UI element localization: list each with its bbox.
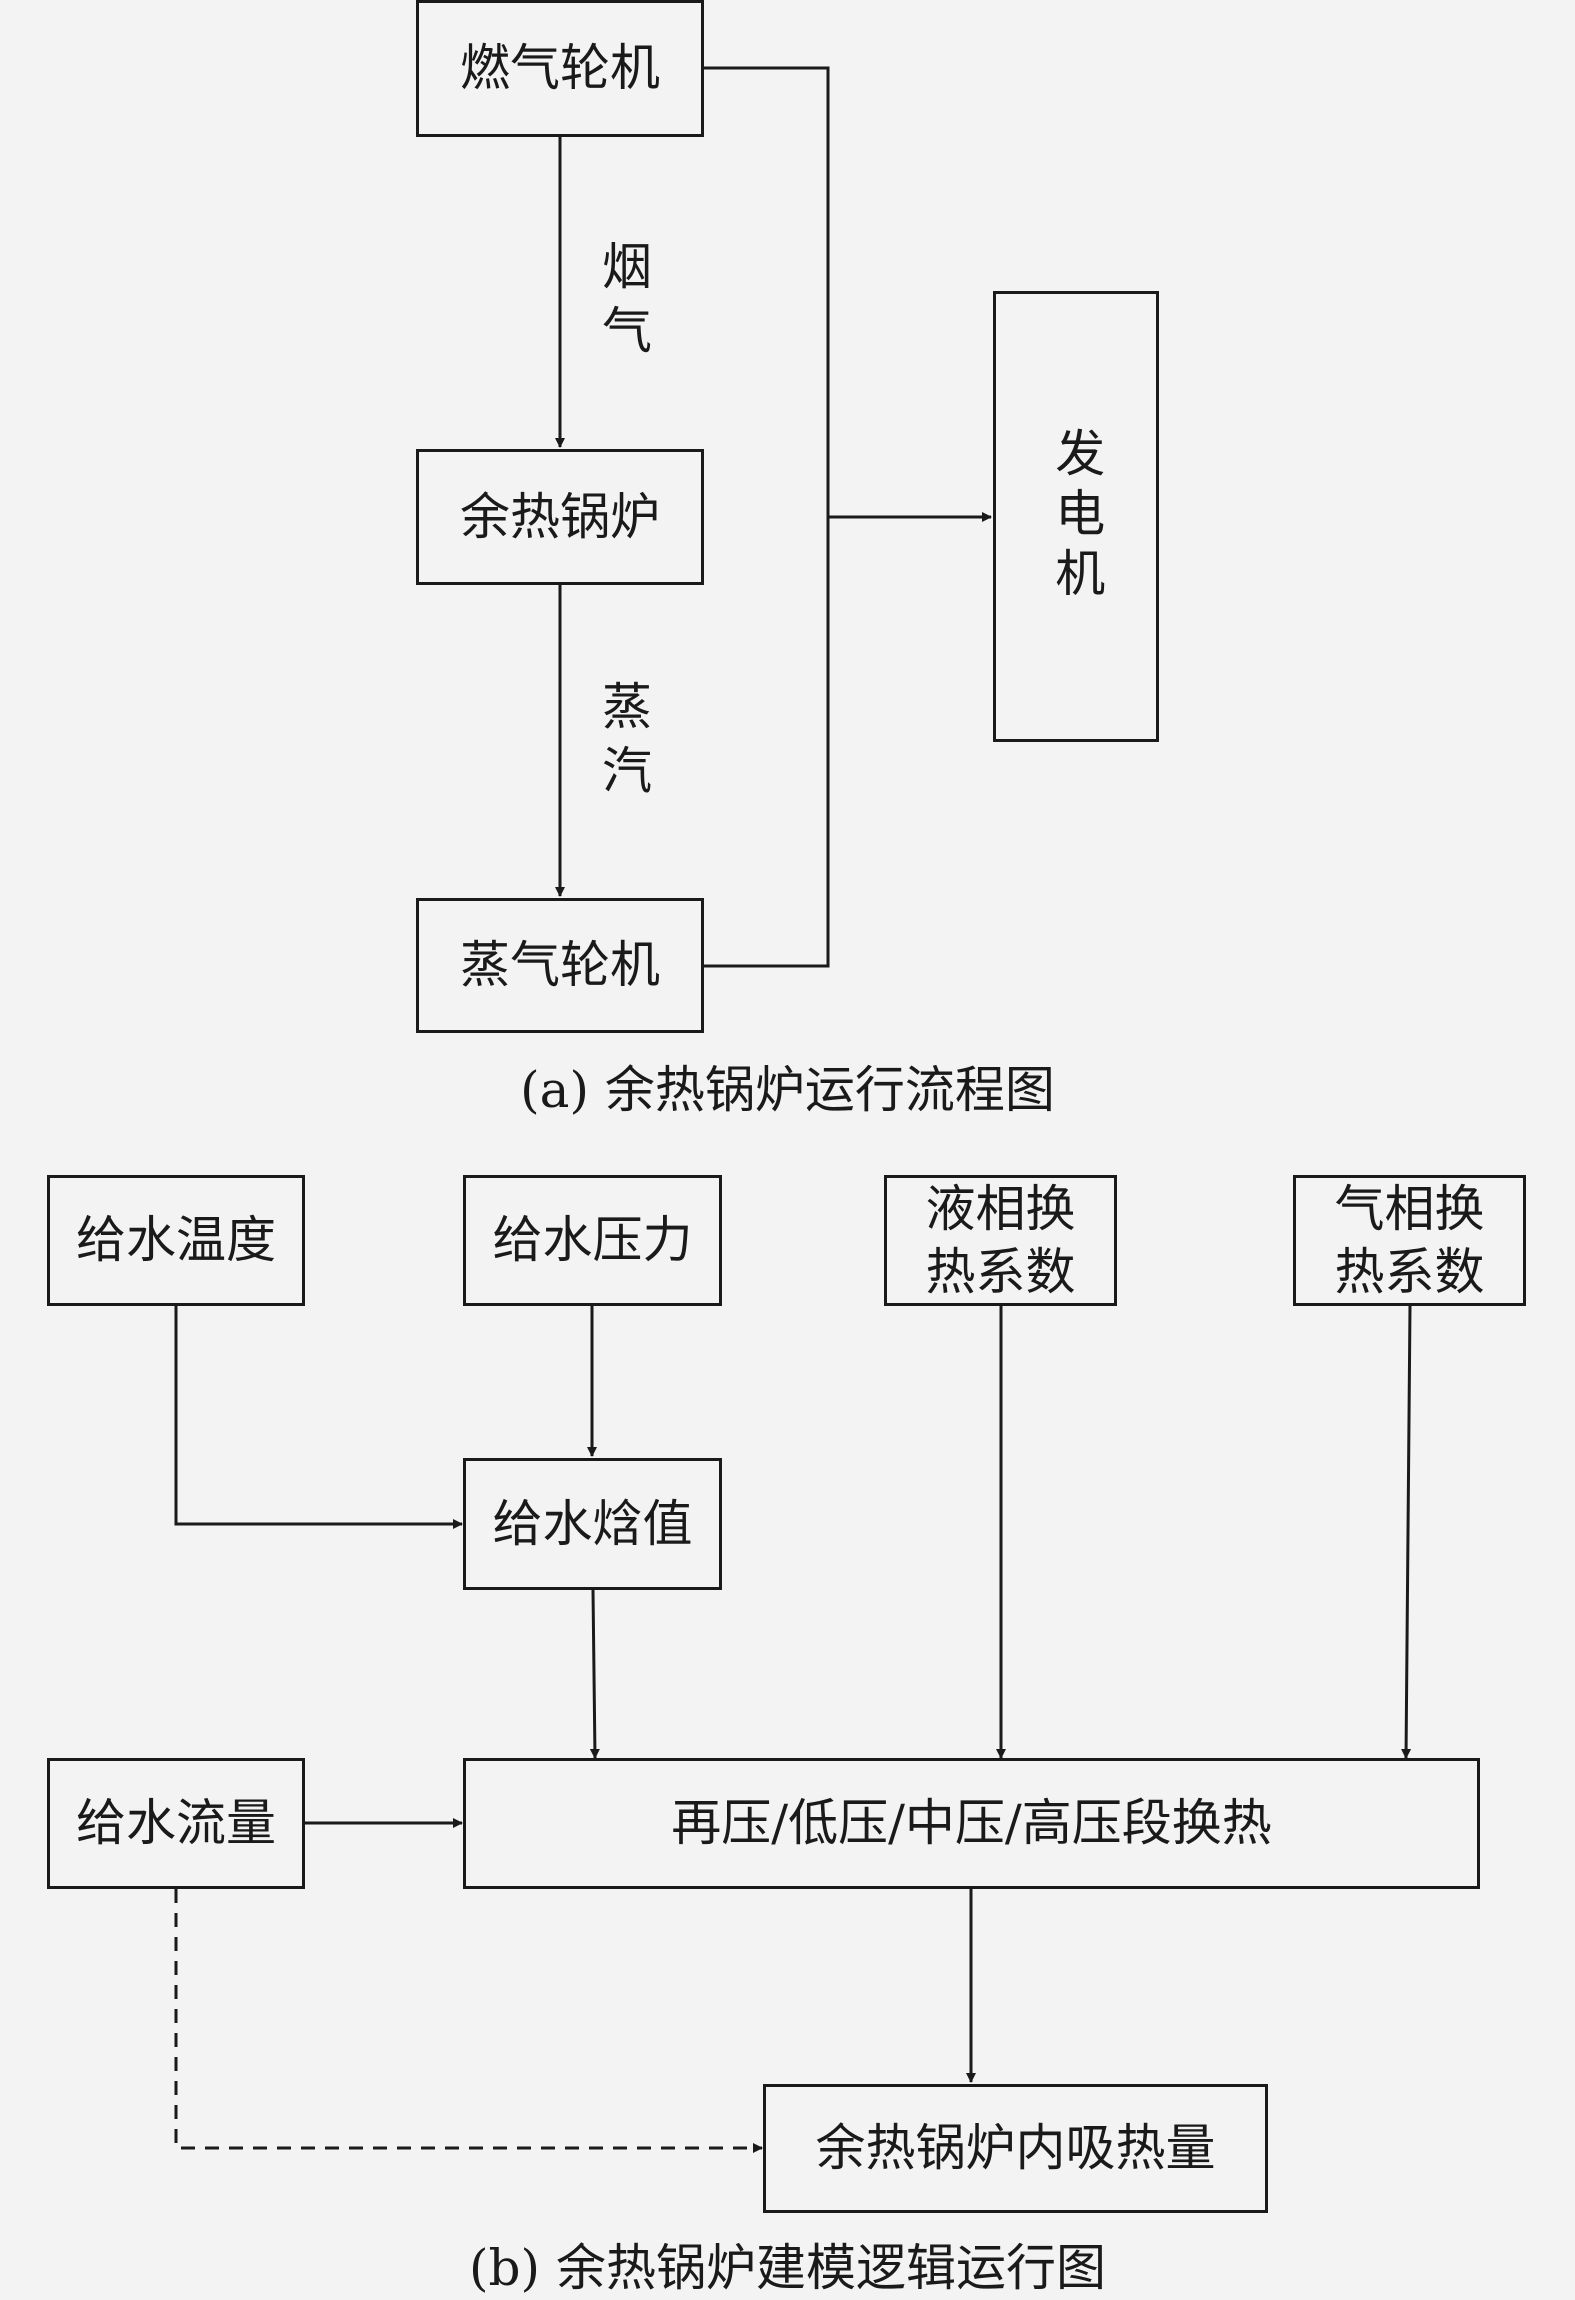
node-hrsg-heat-absorbed: 余热锅炉内吸热量: [763, 2084, 1268, 2213]
edge-label-flue-gas: 烟气: [594, 240, 652, 368]
node-hrsg: 余热锅炉: [416, 449, 704, 585]
node-liquid-htc-line1: 液相换: [925, 1180, 1076, 1238]
node-gas-htc-line2: 热系数: [1334, 1242, 1485, 1301]
line-steam-turbine-to-bus: [704, 517, 830, 968]
node-liquid-htc-line2: 热系数: [925, 1242, 1076, 1301]
node-hrsg-label: 余热锅炉: [460, 487, 660, 546]
node-feedwater-temperature: 给水温度: [47, 1175, 305, 1306]
node-generator: 发电机: [993, 291, 1159, 742]
node-feedwater-enthalpy-label: 给水焓值: [492, 1494, 693, 1553]
node-feedwater-pressure-label: 给水压力: [492, 1211, 693, 1270]
node-stage-heat-exchange: 再压/低压/中压/高压段换热: [463, 1758, 1480, 1889]
arrow-gas-htc-to-stage: [1401, 1305, 1412, 1759]
node-gas-turbine: 燃气轮机: [416, 0, 704, 137]
caption-a: (a) 余热锅炉运行流程图: [520, 1061, 1055, 1119]
node-steam-turbine-label: 蒸气轮机: [460, 936, 660, 995]
node-feedwater-temperature-label: 给水温度: [76, 1211, 276, 1270]
node-gas-htc: 气相换 热系数: [1293, 1175, 1526, 1306]
node-hrsg-heat-absorbed-label: 余热锅炉内吸热量: [815, 2119, 1216, 2178]
node-feedwater-flow: 给水流量: [47, 1758, 305, 1889]
arrow-enthalpy-to-stage: [589, 1589, 600, 1759]
edge-label-steam: 蒸汽: [594, 680, 652, 808]
arrow-temperature-to-enthalpy: [174, 1306, 463, 1529]
line-gas-turbine-to-bus: [704, 66, 830, 517]
dashed-arrow-flow-to-heat-absorbed: [174, 1889, 763, 2153]
node-generator-label: 发电机: [1047, 426, 1106, 607]
node-gas-htc-line1: 气相换: [1334, 1180, 1485, 1238]
node-feedwater-flow-label: 给水流量: [76, 1794, 276, 1853]
caption-b: (b) 余热锅炉建模逻辑运行图: [469, 2239, 1106, 2297]
node-gas-turbine-label: 燃气轮机: [460, 39, 660, 98]
node-liquid-htc: 液相换 热系数: [884, 1175, 1117, 1306]
node-feedwater-pressure: 给水压力: [463, 1175, 722, 1306]
node-steam-turbine: 蒸气轮机: [416, 898, 704, 1033]
node-feedwater-enthalpy: 给水焓值: [463, 1458, 722, 1590]
node-stage-heat-exchange-label: 再压/低压/中压/高压段换热: [671, 1794, 1272, 1853]
